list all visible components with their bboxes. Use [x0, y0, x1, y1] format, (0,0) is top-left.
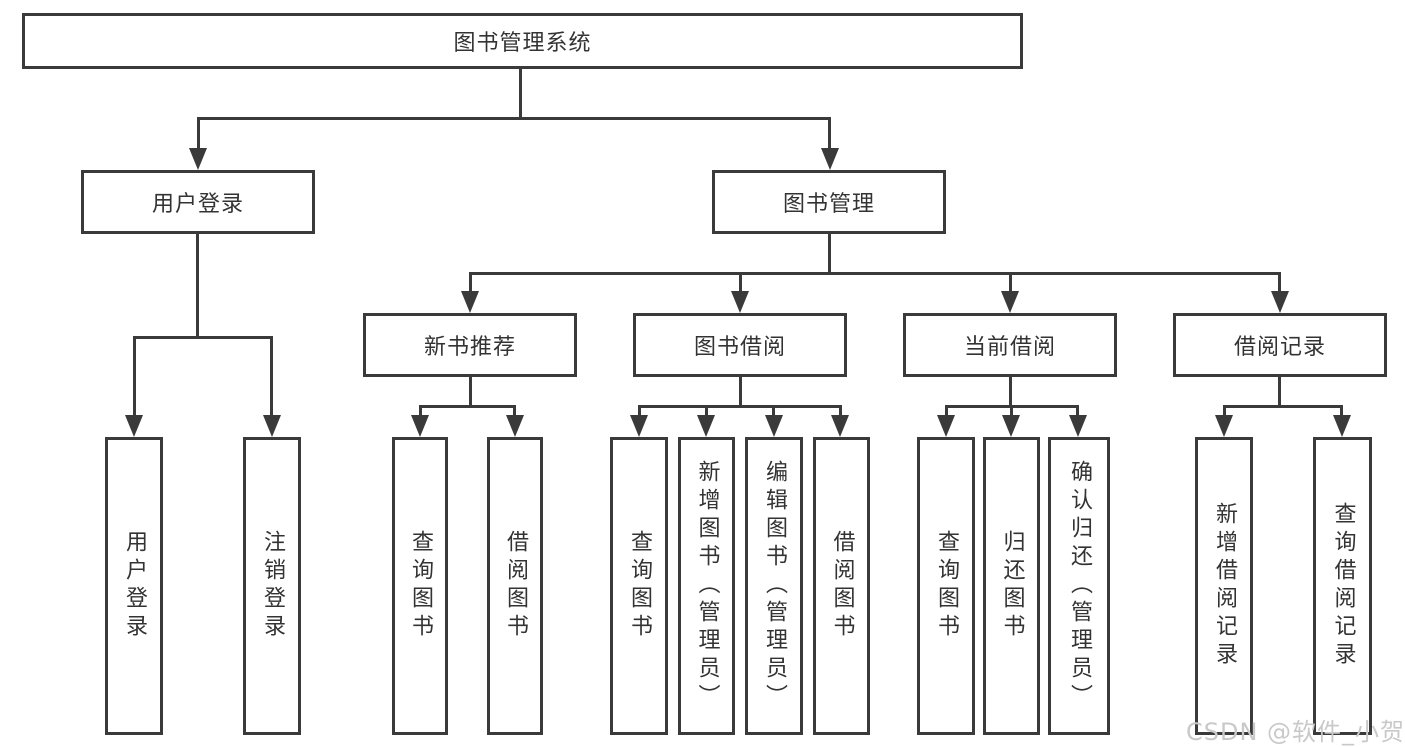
- connector-drop-borrow: [739, 272, 742, 293]
- connector-user-login-rail: [133, 336, 273, 339]
- node-current-borrow: 当前借阅: [903, 313, 1117, 377]
- arrow-down-icon: [189, 148, 207, 170]
- connector-drop: [945, 405, 948, 418]
- connector-drop: [772, 405, 775, 418]
- arrow-down-icon: [263, 415, 281, 437]
- leaf-logout: 注销登录: [243, 437, 301, 735]
- connector-drop: [1340, 405, 1343, 418]
- arrow-down-icon: [1001, 291, 1019, 313]
- arrow-down-icon: [765, 415, 783, 437]
- connector-recommend-rail: [419, 405, 516, 408]
- arrow-down-icon: [831, 415, 849, 437]
- connector-user-login-stem: [196, 234, 199, 339]
- leaf-borrow-books-recommend: 借阅图书: [487, 437, 543, 735]
- leaf-add-book-admin: 新增图书（管理员）: [678, 437, 735, 735]
- arrow-down-icon: [937, 415, 955, 437]
- leaf-query-books-recommend: 查询图书: [392, 437, 448, 735]
- node-borrow-records: 借阅记录: [1173, 313, 1387, 377]
- connector-current-stem: [1009, 377, 1012, 408]
- connector-drop-current: [1009, 272, 1012, 293]
- leaf-borrow-book: 借阅图书: [813, 437, 870, 735]
- connector-root-stem: [519, 69, 522, 119]
- connector-drop: [1223, 405, 1226, 418]
- node-book-borrow: 图书借阅: [633, 313, 847, 377]
- connector-drop-leaf-logout: [270, 336, 273, 418]
- node-user-login: 用户登录: [81, 170, 315, 234]
- arrow-down-icon: [1333, 415, 1351, 437]
- connector-drop: [1076, 405, 1079, 418]
- arrow-down-icon: [411, 415, 429, 437]
- leaf-add-borrow-record: 新增借阅记录: [1195, 437, 1253, 735]
- leaf-confirm-return-admin: 确认归还（管理员）: [1048, 437, 1110, 735]
- connector-book-mgmt-stem: [828, 234, 831, 274]
- arrow-down-icon: [1215, 415, 1233, 437]
- connector-records-rail: [1223, 405, 1342, 408]
- connector-records-stem: [1278, 377, 1281, 408]
- arrow-down-icon: [461, 291, 479, 313]
- leaf-query-books-borrow: 查询图书: [610, 437, 668, 735]
- csdn-watermark: CSDN @软件_小贺同学: [1186, 718, 1405, 746]
- leaf-query-books-current: 查询图书: [917, 437, 975, 735]
- connector-borrow-rail: [638, 405, 841, 408]
- connector-drop: [419, 405, 422, 418]
- node-book-management: 图书管理: [712, 170, 946, 234]
- arrow-down-icon: [697, 415, 715, 437]
- leaf-query-borrow-record: 查询借阅记录: [1313, 437, 1372, 735]
- connector-drop-user-login: [197, 117, 200, 151]
- arrow-down-icon: [506, 415, 524, 437]
- connector-borrow-stem: [739, 377, 742, 408]
- connector-drop-book-management: [828, 117, 831, 151]
- leaf-user-login: 用户登录: [105, 437, 163, 735]
- arrow-down-icon: [1069, 415, 1087, 437]
- connector-book-mgmt-rail: [469, 272, 1281, 275]
- arrow-down-icon: [1002, 415, 1020, 437]
- arrow-down-icon: [630, 415, 648, 437]
- node-root: 图书管理系统: [22, 13, 1023, 69]
- connector-drop: [638, 405, 641, 418]
- connector-drop: [513, 405, 516, 418]
- connector-drop-recommend: [469, 272, 472, 293]
- connector-drop-leaf-login: [133, 336, 136, 418]
- connector-drop: [839, 405, 842, 418]
- leaf-return-book: 归还图书: [983, 437, 1040, 735]
- node-new-book-recommend: 新书推荐: [363, 313, 577, 377]
- connector-recommend-stem: [469, 377, 472, 408]
- leaf-edit-book-admin: 编辑图书（管理员）: [745, 437, 803, 735]
- arrow-down-icon: [731, 291, 749, 313]
- connector-root-rail: [197, 117, 831, 120]
- arrow-down-icon: [821, 148, 839, 170]
- connector-drop-records: [1278, 272, 1281, 293]
- connector-drop: [1010, 405, 1013, 418]
- arrow-down-icon: [125, 415, 143, 437]
- connector-drop: [705, 405, 708, 418]
- arrow-down-icon: [1271, 291, 1289, 313]
